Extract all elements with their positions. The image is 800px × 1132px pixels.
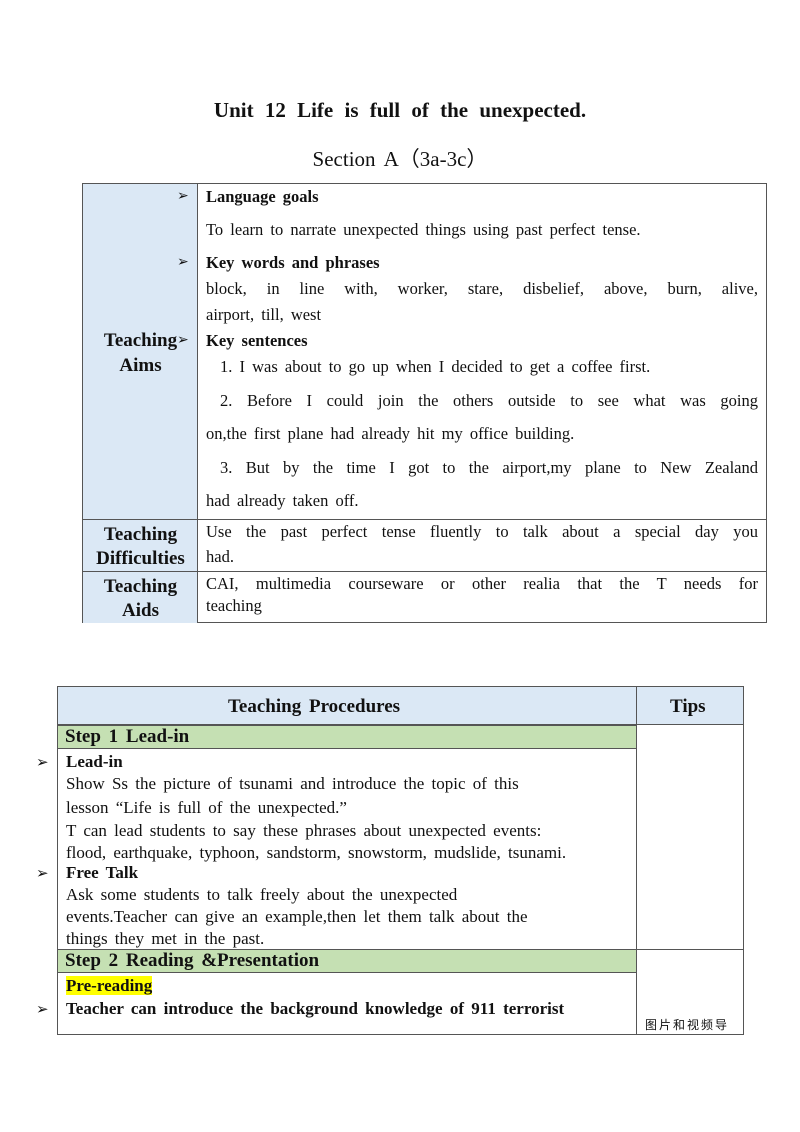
aims-label-cell bbox=[83, 184, 198, 520]
key-sentences-heading: Key sentences bbox=[206, 331, 308, 350]
key-words-line: airport, till, west bbox=[206, 305, 322, 324]
leadin-text: T can lead students to say these phrases… bbox=[66, 821, 542, 840]
procedures-column-header: Teaching Procedures bbox=[228, 696, 401, 717]
teaching-procedures-table: Teaching Procedures Tips Step 1 Lead-in … bbox=[36, 686, 744, 1035]
bullet-arrow-icon: ➢ bbox=[36, 1000, 49, 1018]
tips-column-header: Tips bbox=[670, 696, 706, 717]
key-words-heading: Key words and phrases bbox=[206, 253, 380, 272]
aids-text: CAI, multimedia courseware or other real… bbox=[206, 574, 758, 593]
key-sentence: 3. But by the time I got to the airport,… bbox=[220, 458, 758, 477]
difficulties-label-2: Difficulties bbox=[96, 548, 185, 569]
aids-label-2: Aids bbox=[122, 600, 159, 621]
key-words-line: block, in line with, worker, stare, disb… bbox=[206, 279, 758, 298]
key-sentence: on,the first plane had already hit my of… bbox=[206, 424, 575, 443]
bullet-arrow-icon: ➢ bbox=[36, 753, 49, 771]
tips-note: 图片和视频导 bbox=[645, 1018, 730, 1032]
key-sentence: 1. I was about to go up when I decided t… bbox=[220, 357, 651, 376]
leadin-text: lesson “Life is full of the unexpected.” bbox=[66, 798, 347, 817]
prereading-highlight: Pre-reading bbox=[66, 976, 153, 995]
aims-label-1: Teaching bbox=[103, 330, 178, 351]
difficulties-text: had. bbox=[206, 547, 234, 566]
bullet-arrow-icon: ➢ bbox=[36, 864, 49, 882]
prereading-label: Pre-reading bbox=[66, 976, 631, 996]
prereading-text: Teacher can introduce the background kno… bbox=[66, 999, 565, 1018]
aids-text: teaching bbox=[206, 596, 262, 615]
step2-title: Step 2 Reading &Presentation bbox=[58, 949, 636, 973]
bullet-arrow-icon: ➢ bbox=[177, 188, 189, 204]
teaching-info-table: Teaching Aims Teaching Difficulties Teac… bbox=[82, 183, 767, 623]
freetalk-text: Ask some students to talk freely about t… bbox=[66, 885, 458, 904]
aids-label-cell bbox=[83, 572, 198, 623]
difficulties-text: Use the past perfect tense fluently to t… bbox=[206, 522, 758, 541]
key-sentence: 2. Before I could join the others outsid… bbox=[220, 391, 758, 410]
bullet-arrow-icon: ➢ bbox=[177, 332, 189, 348]
aims-label-2: Aims bbox=[119, 355, 162, 376]
freetalk-heading: Free Talk bbox=[66, 863, 139, 882]
aids-label-1: Teaching bbox=[103, 576, 178, 597]
leadin-text: flood, earthquake, typhoon, sandstorm, s… bbox=[66, 843, 567, 862]
key-sentence: had already taken off. bbox=[206, 491, 359, 510]
language-goals-text: To learn to narrate unexpected things us… bbox=[206, 220, 641, 239]
page-title: Unit 12 Life is full of the unexpected. bbox=[213, 98, 587, 122]
language-goals-heading: Language goals bbox=[206, 187, 319, 206]
freetalk-text: events.Teacher can give an example,then … bbox=[66, 907, 528, 926]
page-subtitle: Section A（3a-3c） bbox=[312, 147, 488, 171]
difficulties-label-1: Teaching bbox=[103, 524, 178, 545]
leadin-text: Show Ss the picture of tsunami and intro… bbox=[66, 774, 519, 793]
step1-title: Step 1 Lead-in bbox=[58, 725, 636, 749]
freetalk-text: things they met in the past. bbox=[66, 929, 265, 948]
difficulties-label-cell bbox=[83, 520, 198, 572]
procedures-header-row bbox=[58, 687, 743, 725]
leadin-heading: Lead-in bbox=[66, 752, 123, 771]
bullet-arrow-icon: ➢ bbox=[177, 254, 189, 270]
